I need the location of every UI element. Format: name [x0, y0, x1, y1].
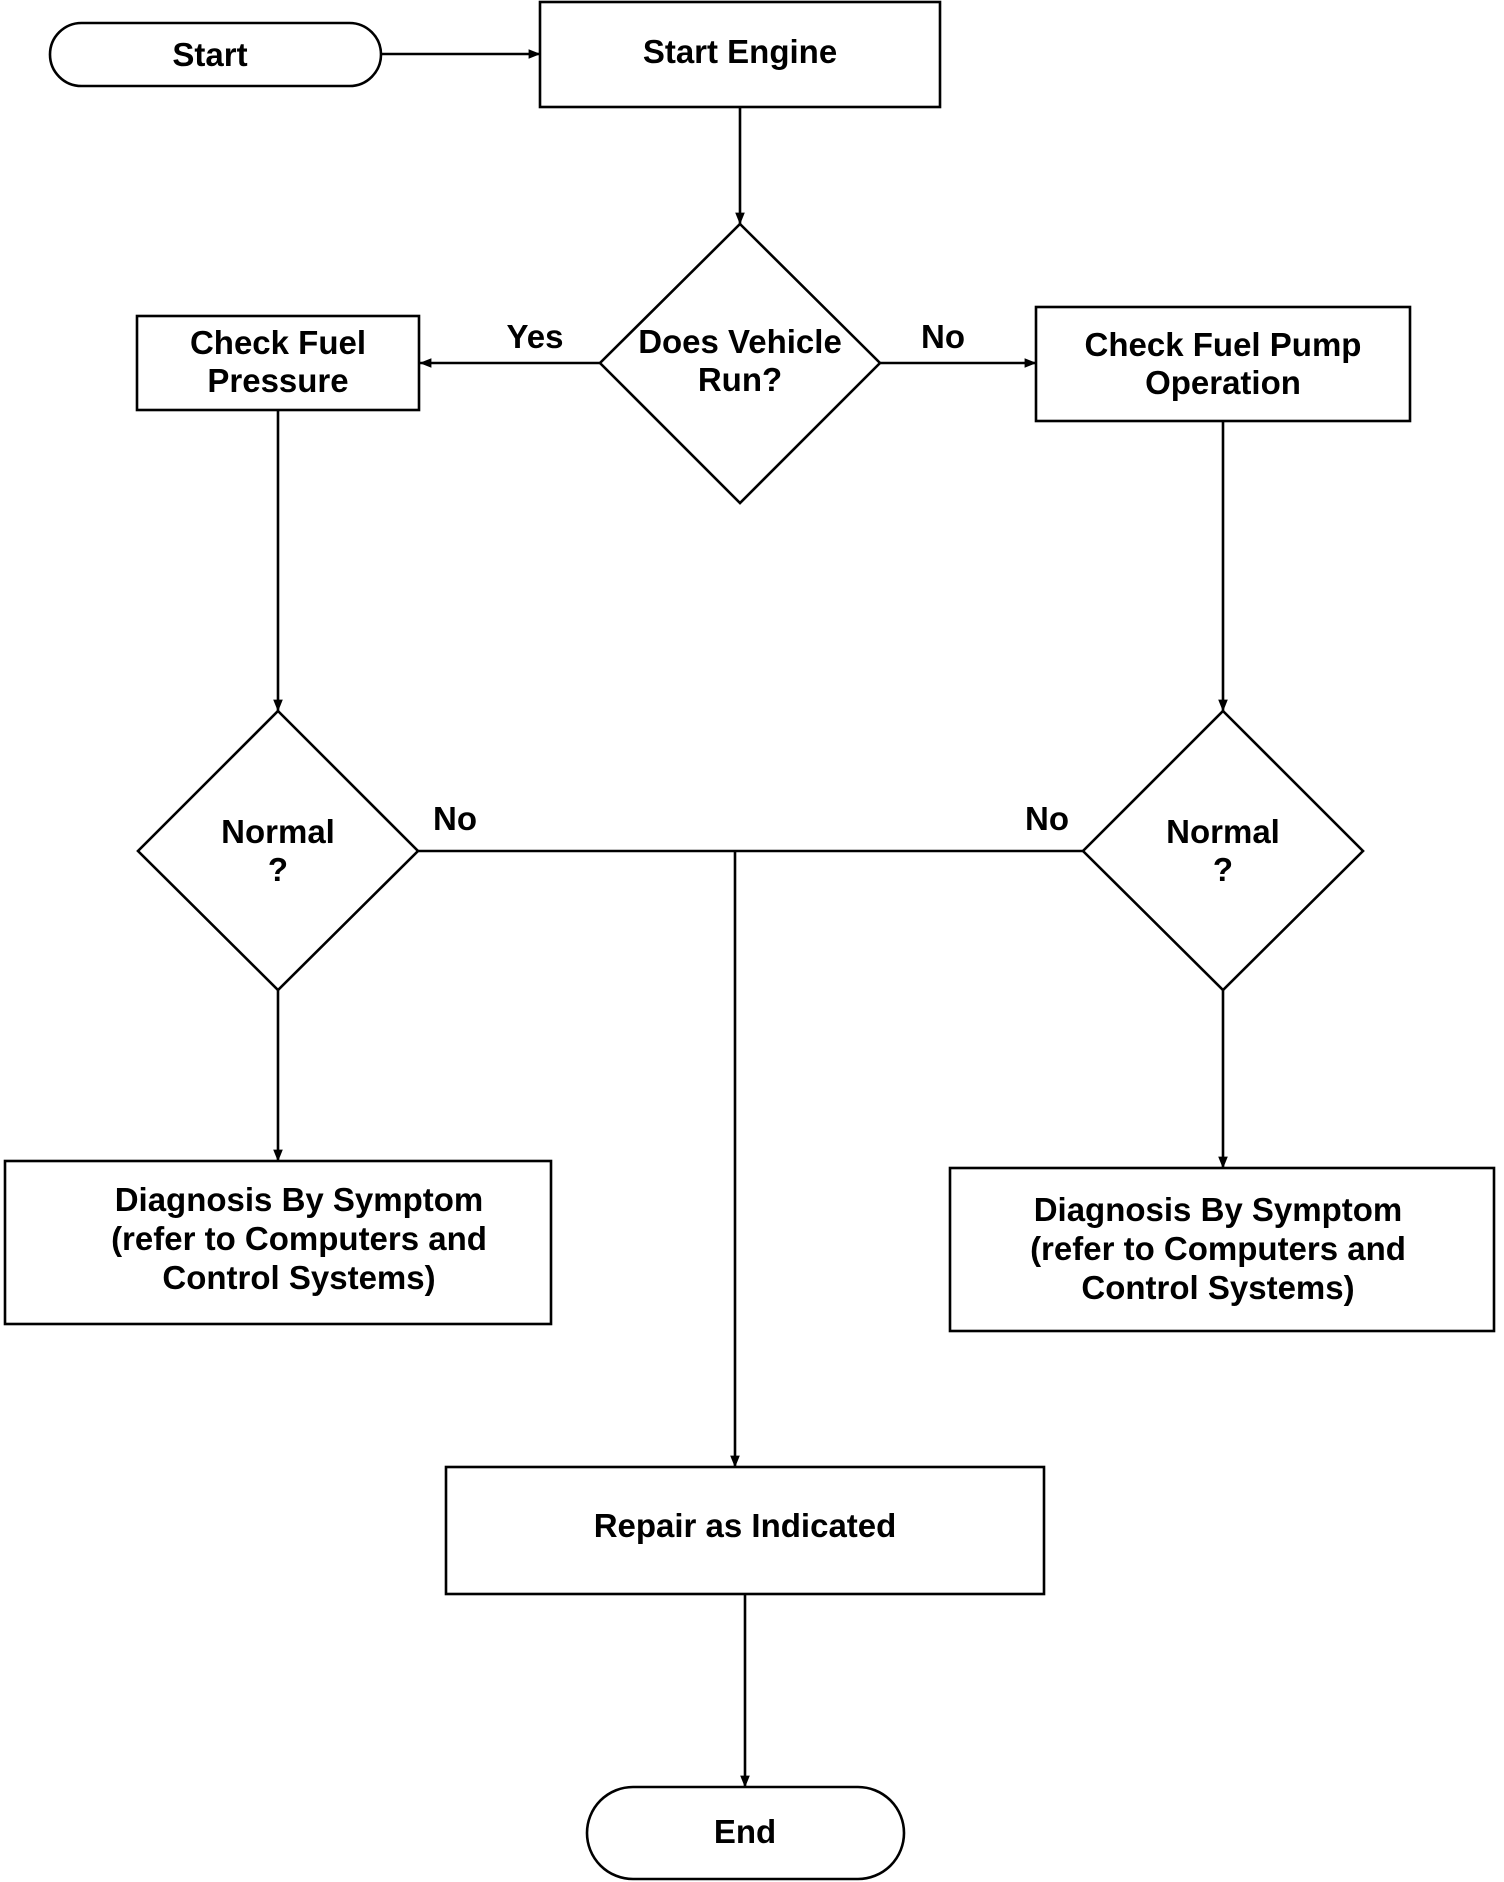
connectors — [273, 49, 1228, 1788]
diagnosis-left-label: Diagnosis By Symptom(refer to Computers … — [111, 1181, 487, 1296]
label-no-top: No — [921, 318, 965, 355]
decision-normal-right — [1081, 709, 1365, 992]
normal-left-label: Normal? — [221, 813, 335, 888]
node-normal-left: Normal? — [136, 709, 420, 992]
start-line-1: Start — [172, 36, 247, 73]
diagnosis-right-line-3: Control Systems) — [1081, 1269, 1354, 1306]
node-diagnosis-left: Diagnosis By Symptom(refer to Computers … — [3, 1159, 553, 1326]
terminator-end — [585, 1785, 906, 1881]
normal-right-line-2: ? — [1213, 851, 1233, 888]
diagnosis-right-line-1: Diagnosis By Symptom — [1034, 1191, 1403, 1228]
end-label: End — [714, 1813, 776, 1850]
repair-label: Repair as Indicated — [594, 1507, 897, 1544]
label-no-right: No — [1025, 800, 1069, 837]
check-fuel-pump-line-2: Operation — [1145, 364, 1301, 401]
diagnosis-right-label: Diagnosis By Symptom(refer to Computers … — [1030, 1191, 1406, 1306]
process-diagnosis-left — [3, 1159, 553, 1326]
label-yes: Yes — [507, 318, 564, 355]
node-diagnosis-right: Diagnosis By Symptom(refer to Computers … — [948, 1166, 1496, 1333]
edge-labels: Yes No No No — [433, 318, 1069, 837]
label-no-left: No — [433, 800, 477, 837]
node-end: End — [585, 1785, 906, 1881]
node-repair: Repair as Indicated — [444, 1465, 1046, 1596]
node-start-engine: Start Engine — [538, 0, 942, 109]
process-check-fuel-pressure — [135, 314, 421, 412]
normal-right-label: Normal? — [1166, 813, 1280, 888]
diagnosis-left-line-1: Diagnosis By Symptom — [115, 1181, 484, 1218]
diagnosis-right-line-2: (refer to Computers and — [1030, 1230, 1406, 1267]
start-engine-label: Start Engine — [643, 33, 837, 70]
process-diagnosis-right — [948, 1166, 1496, 1333]
does-vehicle-run-line-2: Run? — [698, 361, 782, 398]
check-fuel-pressure-line-2: Pressure — [207, 362, 348, 399]
normal-left-line-1: Normal — [221, 813, 335, 850]
diagnosis-left-line-2: (refer to Computers and — [111, 1220, 487, 1257]
end-line-1: End — [714, 1813, 776, 1850]
process-check-fuel-pump — [1034, 305, 1412, 423]
normal-right-line-1: Normal — [1166, 813, 1280, 850]
start-label: Start — [172, 36, 247, 73]
process-repair-as-indicated — [444, 1465, 1046, 1596]
repair-line-1: Repair as Indicated — [594, 1507, 897, 1544]
decision-normal-left — [136, 709, 420, 992]
node-normal-right: Normal? — [1081, 709, 1365, 992]
diagnosis-left-line-3: Control Systems) — [162, 1259, 435, 1296]
decision-does-vehicle-run — [598, 222, 882, 505]
does-vehicle-run-line-1: Does Vehicle — [638, 323, 842, 360]
check-fuel-pump-line-1: Check Fuel Pump — [1085, 326, 1362, 363]
process-start-engine — [538, 0, 942, 109]
start-engine-line-1: Start Engine — [643, 33, 837, 70]
node-start: Start — [48, 21, 383, 88]
normal-left-line-2: ? — [268, 851, 288, 888]
check-fuel-pressure-line-1: Check Fuel — [190, 324, 366, 361]
terminator-start — [48, 21, 383, 88]
